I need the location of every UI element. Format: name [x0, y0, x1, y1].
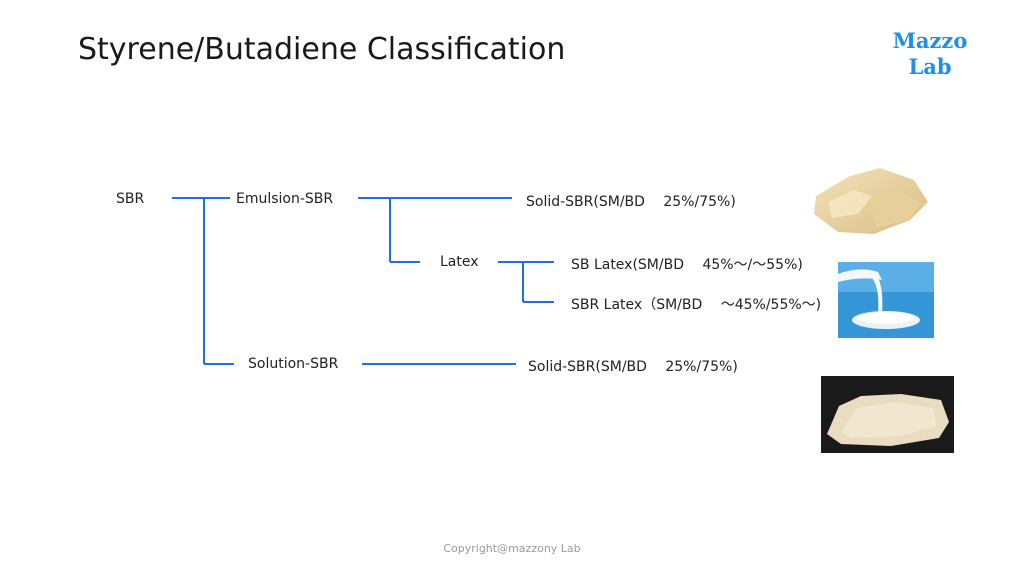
node-sbr-latex: SBR Latex（SM/BD ～45%/55%～) [571, 297, 822, 313]
logo-line-1: Mazzo [892, 28, 968, 53]
node-sb-latex: SB Latex(SM/BD 45%～/～55%) [571, 257, 803, 273]
node-emulsion-solid-sbr: Solid-SBR(SM/BD 25%/75%) [526, 194, 736, 210]
node-sbr: SBR [116, 191, 145, 207]
node-solution-sbr: Solution-SBR [248, 356, 339, 372]
solution-rubber-photo [821, 376, 954, 453]
node-latex: Latex [440, 254, 479, 270]
mazzo-lab-logo: Mazzo Lab [880, 28, 980, 80]
copyright-footer: Copyright@mazzony Lab [443, 542, 581, 555]
page-title: Styrene/Butadiene Classification [78, 32, 566, 67]
latex-pouring-photo [838, 262, 934, 338]
logo-line-2: Lab [908, 54, 952, 79]
solid-rubber-photo [810, 162, 932, 238]
node-solution-solid-sbr: Solid-SBR(SM/BD 25%/75%) [528, 359, 738, 375]
node-emulsion-sbr: Emulsion-SBR [236, 191, 334, 207]
